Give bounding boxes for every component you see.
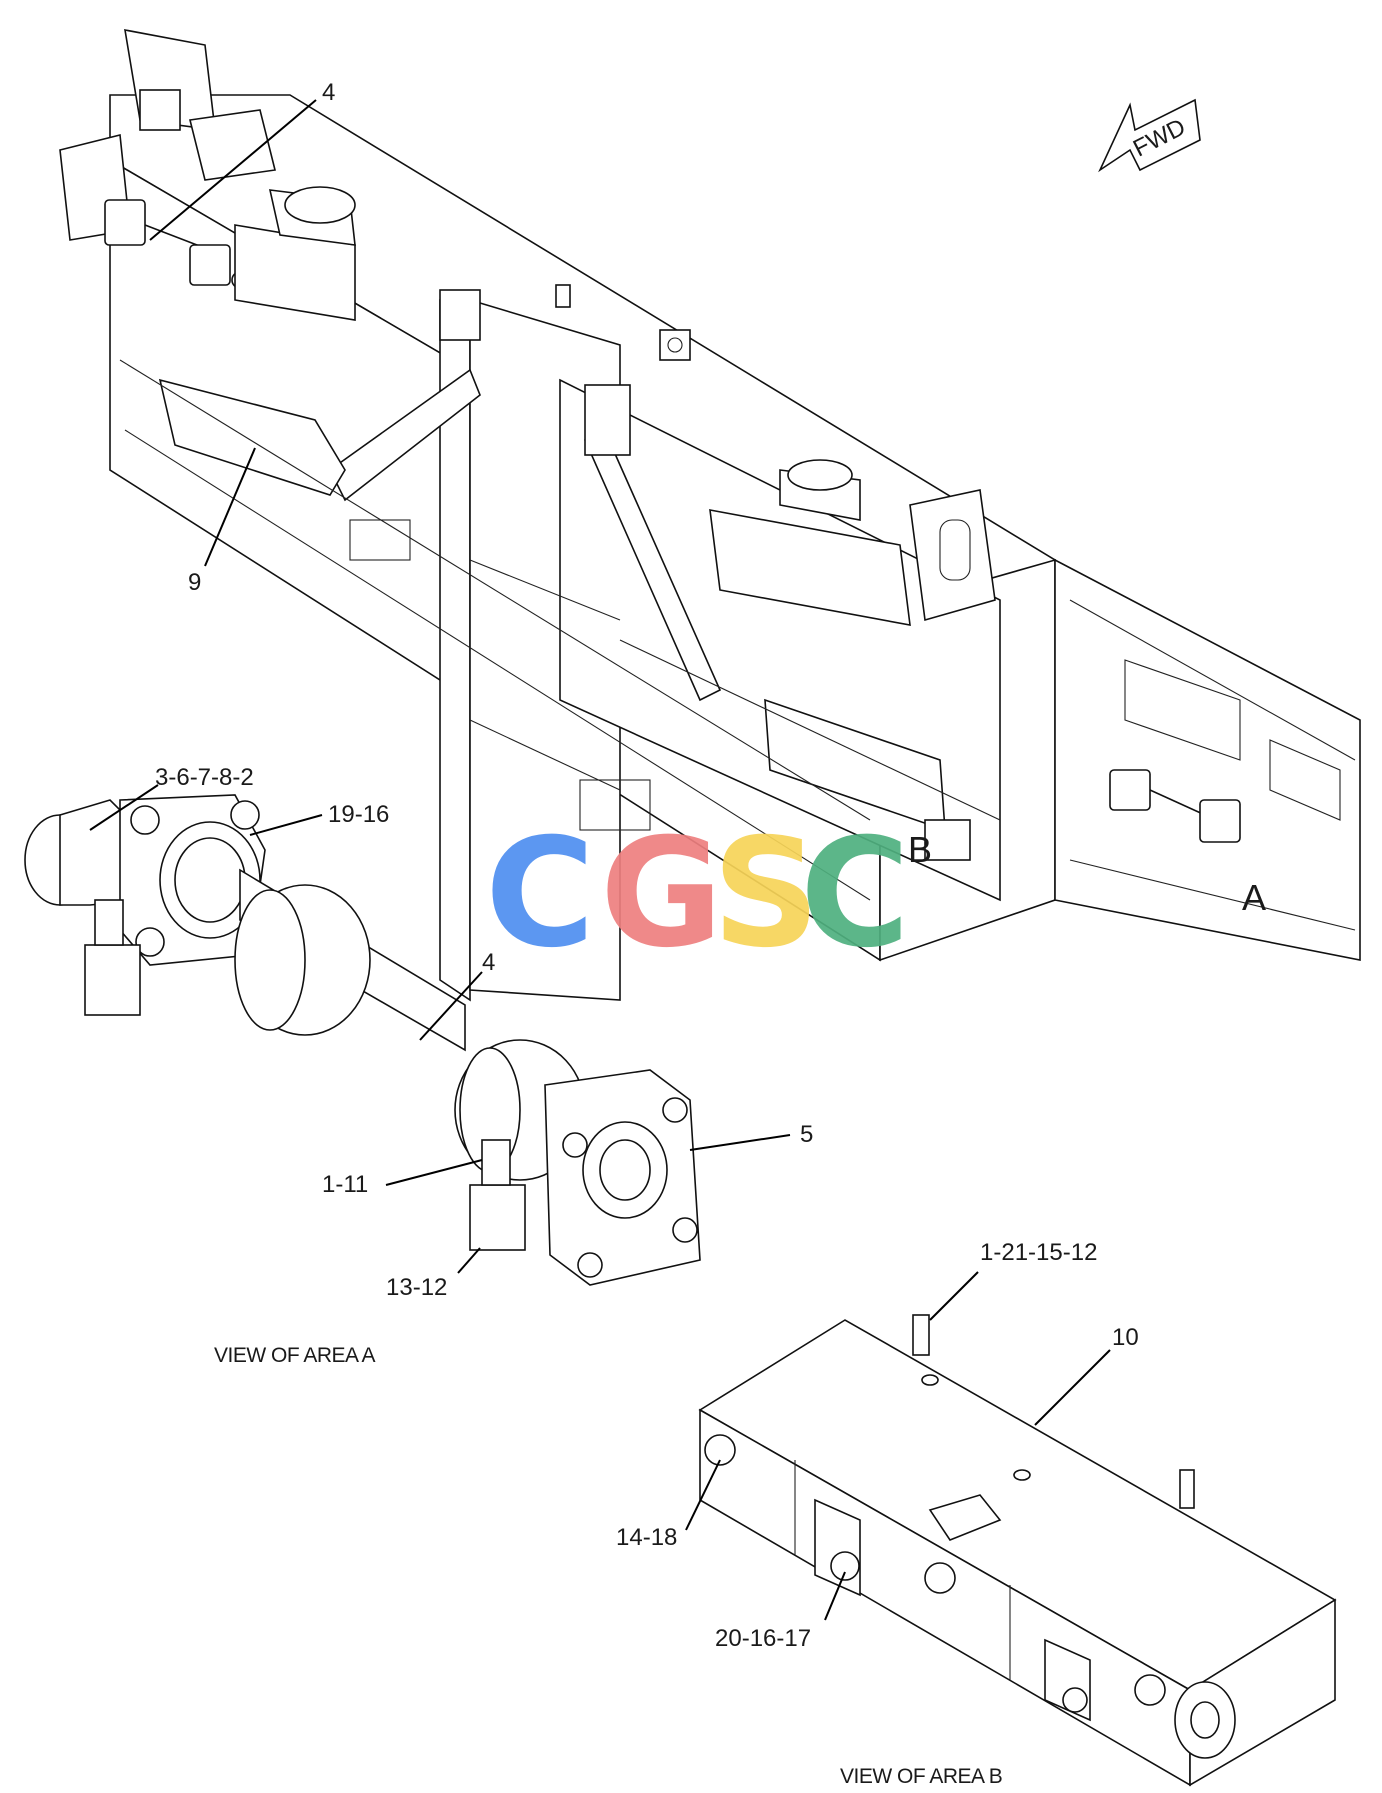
callout-4-top: 4 [322,79,335,106]
leader-1-21-15-12 [929,1271,979,1321]
watermark-letter-c2: C [800,807,910,981]
fwd-arrow-icon: FWD [1098,98,1201,173]
main-frame-assembly [59,29,1361,1002]
callout-9: 9 [188,569,201,596]
watermark-letter-g: G [600,807,723,981]
area-b-marker: B [908,829,932,870]
watermark-letter-s: S [712,807,820,981]
leader-5 [689,1134,791,1151]
leader-1-11 [385,1159,483,1186]
area-a-shaft-assembly [24,794,701,1286]
callout-19-16: 19-16 [328,801,389,828]
callout-4-area-a: 4 [482,949,495,976]
callout-5: 5 [800,1121,813,1148]
leader-13-12 [457,1247,481,1274]
area-b-battery-box [698,1314,1337,1787]
callout-3-6-7-8-2: 3-6-7-8-2 [155,764,254,791]
callout-1-21-15-12: 1-21-15-12 [980,1239,1097,1266]
leader-14-18 [685,1459,721,1531]
callout-14-18: 14-18 [616,1524,677,1551]
area-a-marker: A [1242,877,1266,918]
caption-view-of-area-a: VIEW OF AREA A [214,1344,376,1367]
watermark-letter-c1: C [485,807,595,981]
callout-10: 10 [1112,1324,1139,1351]
callout-20-16-17: 20-16-17 [715,1625,811,1652]
leader-9 [204,447,256,567]
callout-1-11: 1-11 [322,1171,368,1198]
leader-4-area-a [419,971,483,1041]
leader-20-16-17 [824,1571,846,1621]
callout-13-12: 13-12 [386,1274,447,1301]
leader-3-6-7-8-2 [89,784,159,831]
caption-view-of-area-b: VIEW OF AREA B [840,1765,1002,1788]
leader-19-16 [249,814,323,836]
leader-4-top [149,99,317,241]
cgsc-watermark-logo: C G S C [485,807,910,981]
leader-10 [1034,1349,1111,1426]
